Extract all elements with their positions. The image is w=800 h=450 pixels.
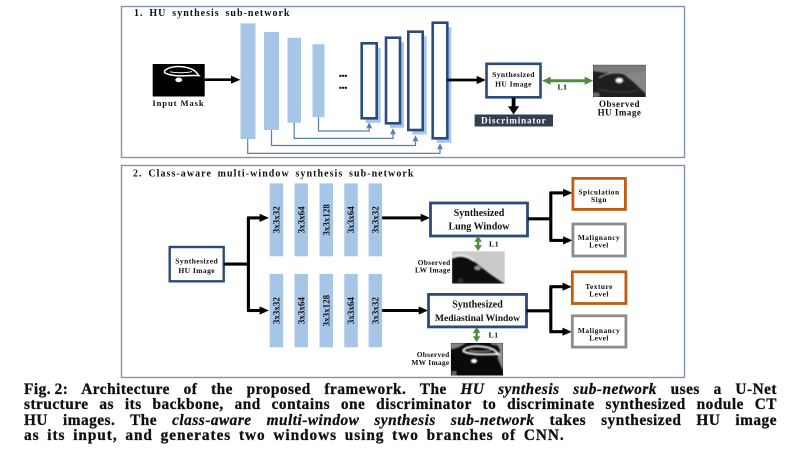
svg-text:Malignancy: Malignancy xyxy=(578,326,620,335)
svg-text:Observed: Observed xyxy=(417,350,450,359)
svg-text:HU Image: HU Image xyxy=(598,107,642,117)
svg-text:Mediastinal Window: Mediastinal Window xyxy=(435,313,520,324)
svg-text:1. HU synthesis sub-network: 1. HU synthesis sub-network xyxy=(134,8,290,19)
svg-text:HU Image: HU Image xyxy=(178,266,215,275)
svg-text:3x3x128: 3x3x128 xyxy=(321,204,331,236)
svg-text:Synthesized: Synthesized xyxy=(492,70,535,79)
svg-text:Spiculation: Spiculation xyxy=(578,188,619,197)
svg-text:2. Class-aware multi-window sy: 2. Class-aware multi-window synthesis su… xyxy=(133,169,414,180)
svg-text:L1: L1 xyxy=(557,83,567,92)
svg-text:3x3x64: 3x3x64 xyxy=(346,206,356,234)
svg-text:3x3x32: 3x3x32 xyxy=(272,206,282,234)
svg-text:Observed: Observed xyxy=(599,99,640,109)
svg-text:L1: L1 xyxy=(489,239,499,248)
svg-text:Level: Level xyxy=(589,240,609,249)
svg-text:Input Mask: Input Mask xyxy=(152,98,204,108)
svg-text:Observed: Observed xyxy=(418,258,451,267)
svg-text:Synthesized: Synthesized xyxy=(454,208,505,219)
svg-text:Synthesized: Synthesized xyxy=(175,257,218,266)
svg-text:3x3x128: 3x3x128 xyxy=(321,294,331,326)
svg-text:Level: Level xyxy=(589,290,609,299)
svg-text:3x3x32: 3x3x32 xyxy=(272,297,282,325)
svg-text:Synthesized: Synthesized xyxy=(452,300,503,311)
svg-text:LW Image: LW Image xyxy=(415,266,451,275)
svg-text:Malignancy: Malignancy xyxy=(578,233,620,242)
svg-text:MW Image: MW Image xyxy=(411,358,450,367)
svg-text:Texture: Texture xyxy=(585,282,613,291)
svg-text:HU Image: HU Image xyxy=(495,79,532,88)
svg-text:3x3x32: 3x3x32 xyxy=(371,297,381,325)
svg-text:Level: Level xyxy=(589,334,609,343)
svg-text:Sign: Sign xyxy=(591,195,607,204)
svg-text:3x3x32: 3x3x32 xyxy=(371,206,381,234)
svg-text:3x3x64: 3x3x64 xyxy=(346,297,356,325)
svg-text:Discriminator: Discriminator xyxy=(481,116,547,126)
svg-text:...: ... xyxy=(339,65,349,81)
svg-text:3x3x64: 3x3x64 xyxy=(296,206,306,234)
svg-text:3x3x64: 3x3x64 xyxy=(296,297,306,325)
svg-text:...: ... xyxy=(339,77,349,93)
svg-text:L1: L1 xyxy=(489,330,499,339)
svg-text:Lung Window: Lung Window xyxy=(448,222,510,233)
